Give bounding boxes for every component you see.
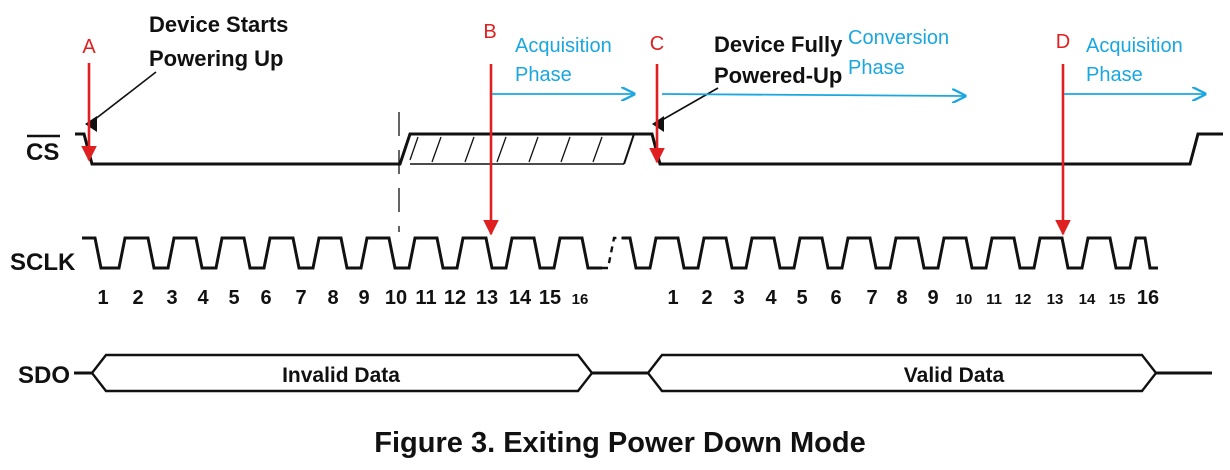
cycle-number: 9 [358,287,369,309]
sdo-valid-data-label: Valid Data [904,364,1005,387]
cycle-number: 4 [197,287,209,309]
sclk-cycle-numbers-first: 1 2 3 4 5 6 7 8 9 10 11 12 13 14 15 16 [97,287,588,309]
cycle-number: 15 [1109,291,1126,308]
cycle-number: 6 [830,287,841,309]
figure-caption: Figure 3. Exiting Power Down Mode [374,427,865,459]
device-starts-pointer-icon [85,116,97,132]
cycle-number: 7 [295,287,306,309]
cycle-number: 10 [956,291,973,308]
cycle-number: 5 [796,287,807,309]
acquisition-phase-2-line1: Acquisition [1086,35,1183,57]
cycle-number: 2 [132,287,143,309]
cycle-number: 11 [415,287,436,309]
device-fully-note-line2: Powered-Up [714,63,842,88]
conversion-phase-line2: Phase [848,57,905,79]
cycle-number: 14 [1079,291,1096,308]
cycle-number: 13 [1047,291,1064,308]
sclk-label: SCLK [10,249,76,276]
cycle-number: 8 [896,287,907,309]
acquisition-phase-1-line2: Phase [515,64,572,86]
cycle-number: 12 [444,287,466,309]
sclk-cycle-numbers-second: 1 2 3 4 5 6 7 8 9 10 11 12 13 14 15 16 [667,287,1159,309]
marker-a-label: A [82,36,96,58]
marker-b-label: B [483,21,496,43]
cycle-number: 5 [228,287,239,309]
conversion-phase-line1: Conversion [848,27,949,49]
device-starts-note-line2: Powering Up [149,46,283,71]
cycle-number: 15 [539,287,561,309]
device-fully-note-line1: Device Fully [714,32,843,57]
cycle-number: 6 [260,287,271,309]
marker-c-label: C [650,33,664,55]
device-starts-note-line1: Device Starts [149,12,288,37]
cycle-number: 1 [667,287,678,309]
cs-label: CS [26,139,59,166]
cycle-number: 1 [97,287,108,309]
cycle-number: 16 [572,291,589,308]
sclk-waveform [82,236,1158,270]
cycle-number: 8 [327,287,338,309]
cycle-number: 12 [1015,291,1032,308]
cycle-number: 9 [927,287,938,309]
conversion-phase-arrow [661,94,965,96]
acquisition-phase-2-line2: Phase [1086,64,1143,86]
cycle-number: 10 [385,287,407,309]
sdo-label: SDO [18,362,70,389]
cycle-number: 16 [1137,287,1159,309]
cycle-number: 3 [166,287,177,309]
cycle-number: 14 [509,287,532,309]
sdo-waveform [74,353,1212,393]
cycle-number: 3 [733,287,744,309]
device-fully-leader-line [661,87,719,121]
cs-waveform [75,132,1223,166]
cycle-number: 4 [765,287,777,309]
device-starts-leader-line [93,71,157,121]
marker-d-label: D [1056,31,1070,53]
cycle-number: 7 [866,287,877,309]
sdo-invalid-data-label: Invalid Data [282,364,400,387]
acquisition-phase-1-line1: Acquisition [515,35,612,57]
cycle-number: 11 [986,291,1002,308]
cycle-number: 13 [476,287,498,309]
cycle-number: 2 [701,287,712,309]
